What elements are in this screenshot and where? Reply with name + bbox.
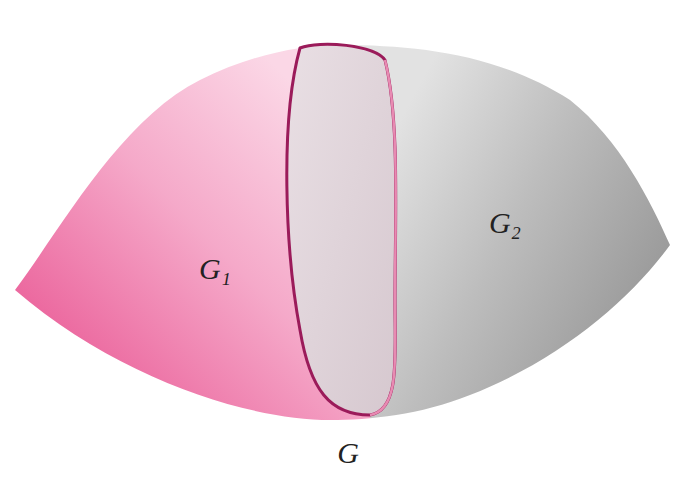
region-fill: [287, 0, 687, 478]
region-g1: G₁: [15, 45, 345, 420]
curve-label: G: [337, 436, 359, 469]
region-fill: [0, 0, 370, 478]
region-shape: [300, 45, 672, 420]
closed-curve-far-side: [370, 60, 396, 415]
region-label: G₂: [489, 206, 521, 239]
region-g2: G₂: [300, 45, 672, 420]
region-shape: [15, 45, 345, 420]
region-label: G₁: [199, 252, 231, 285]
